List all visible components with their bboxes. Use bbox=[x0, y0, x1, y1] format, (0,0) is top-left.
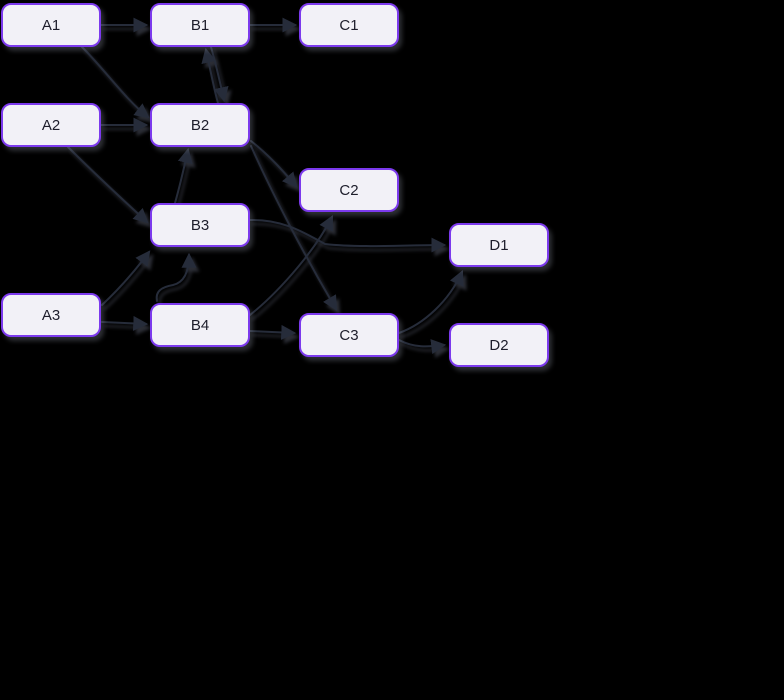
edge-C3-D2 bbox=[398, 339, 447, 355]
node-label: C2 bbox=[339, 181, 359, 199]
node-label: B3 bbox=[190, 216, 210, 234]
node-D1: D1 bbox=[449, 223, 549, 267]
edge-group bbox=[67, 17, 464, 355]
edge-B2-C3 bbox=[250, 145, 338, 311]
edge-B4-C3 bbox=[249, 324, 297, 340]
edge-B3-B2 bbox=[174, 147, 193, 204]
edge-B1-B2 bbox=[210, 46, 229, 103]
node-C2: C2 bbox=[299, 168, 399, 212]
node-D2: D2 bbox=[449, 323, 549, 367]
node-label: B2 bbox=[190, 116, 210, 134]
node-C3: C3 bbox=[299, 313, 399, 357]
edge-B2-C2 bbox=[250, 140, 298, 188]
node-A1: A1 bbox=[1, 3, 101, 47]
node-label: A2 bbox=[41, 116, 61, 134]
node-label: C3 bbox=[339, 326, 359, 344]
edge-A2-B3 bbox=[67, 146, 149, 224]
edge-B4-B3 bbox=[155, 252, 197, 302]
node-B3: B3 bbox=[150, 203, 250, 247]
edge-B3-D1 bbox=[249, 218, 447, 253]
edge-A3-B3 bbox=[101, 250, 151, 306]
node-label: A3 bbox=[41, 306, 61, 324]
edge-A1-B2 bbox=[81, 46, 150, 119]
node-C1: C1 bbox=[299, 3, 399, 47]
node-label: A1 bbox=[41, 16, 61, 34]
node-A3: A3 bbox=[1, 293, 101, 337]
edge-C3-D1 bbox=[398, 269, 464, 334]
node-label: D2 bbox=[489, 336, 509, 354]
node-B2: B2 bbox=[150, 103, 250, 147]
node-label: B1 bbox=[190, 16, 210, 34]
edge-A3-B4 bbox=[101, 315, 149, 331]
node-B1: B1 bbox=[150, 3, 250, 47]
node-label: D1 bbox=[489, 236, 509, 254]
node-label: C1 bbox=[339, 16, 359, 34]
edge-B4-C2 bbox=[249, 214, 334, 316]
node-A2: A2 bbox=[1, 103, 101, 147]
node-B4: B4 bbox=[150, 303, 250, 347]
node-label: B4 bbox=[190, 316, 210, 334]
edge-B2-B1 bbox=[201, 47, 219, 104]
